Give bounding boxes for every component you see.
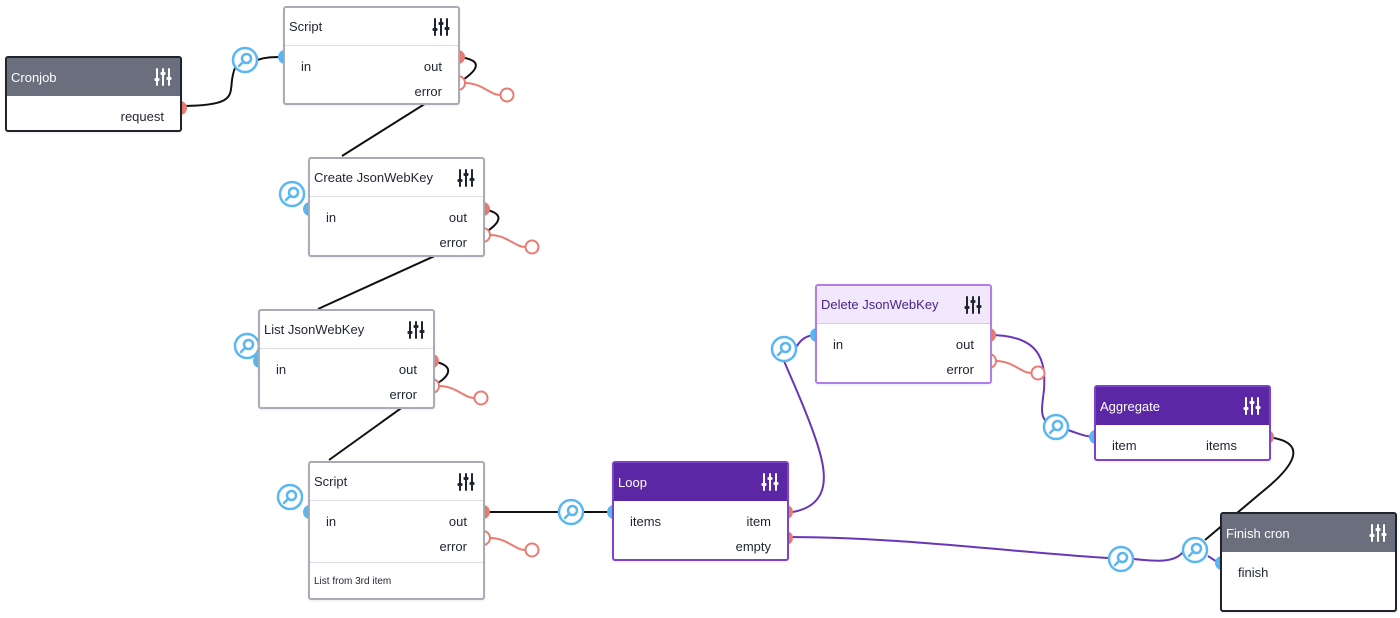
node-delete-jsonwebkey[interactable]: Delete JsonWebKey in out error [815, 284, 992, 384]
node-header[interactable]: List JsonWebKey [260, 311, 433, 349]
node-header[interactable]: Aggregate [1096, 387, 1269, 425]
port-label-in: in [326, 514, 337, 529]
error-wire [438, 385, 475, 399]
node-header[interactable]: Script [285, 8, 458, 46]
sliders-icon[interactable] [430, 16, 452, 38]
port-label-out: out [398, 362, 417, 377]
wire-cronjob-to-script [179, 59, 246, 107]
port-label-error: error [439, 235, 467, 250]
sliders-icon[interactable] [1367, 522, 1389, 544]
magnifier-icon[interactable] [557, 498, 585, 526]
wire-loop-empty-to-finish [785, 536, 1109, 559]
magnifier-icon[interactable] [276, 483, 304, 511]
error-endpoint[interactable] [499, 87, 515, 103]
port-label-empty: empty [735, 539, 771, 554]
node-title: List JsonWebKey [264, 322, 365, 337]
port-label-out: out [423, 59, 442, 74]
node-title: Loop [618, 474, 647, 490]
sliders-icon[interactable] [962, 294, 984, 316]
port-label-finish: finish [1238, 565, 1269, 580]
node-header[interactable]: Cronjob [7, 58, 180, 96]
node-title: Create JsonWebKey [314, 170, 433, 185]
sliders-icon[interactable] [152, 66, 174, 88]
node-title: Aggregate [1100, 398, 1160, 414]
port-label-error: error [389, 387, 417, 402]
node-finish-cron[interactable]: Finish cron finish [1220, 512, 1397, 612]
node-header[interactable]: Delete JsonWebKey [817, 286, 990, 324]
magnifier-icon[interactable] [231, 46, 259, 74]
error-wire [995, 360, 1032, 374]
node-title: Script [289, 19, 323, 34]
sliders-icon[interactable] [455, 471, 477, 493]
node-script-2[interactable]: Script in out error List from 3rd item [308, 461, 485, 600]
node-divider [310, 562, 483, 563]
port-label-error: error [946, 362, 974, 377]
port-label-out: out [448, 514, 467, 529]
error-endpoint[interactable] [1030, 365, 1046, 381]
magnifier-icon[interactable] [278, 180, 306, 208]
error-endpoint[interactable] [524, 239, 540, 255]
wire-inspect-to-delete [794, 334, 817, 350]
node-create-jsonwebkey[interactable]: Create JsonWebKey in out error [308, 157, 485, 257]
error-wire [489, 234, 526, 248]
magnifier-icon[interactable] [1181, 536, 1209, 564]
error-endpoint[interactable] [524, 542, 540, 558]
node-title: Cronjob [11, 69, 57, 85]
node-header[interactable]: Loop [614, 463, 787, 501]
port-label-error: error [439, 539, 467, 554]
port-label-out: out [448, 210, 467, 225]
node-title: Delete JsonWebKey [821, 297, 939, 312]
port-label-out: out [955, 337, 974, 352]
wire-delete-to-aggregate [988, 334, 1047, 422]
error-endpoint[interactable] [473, 390, 489, 406]
port-label-items: items [1205, 438, 1237, 453]
node-aggregate[interactable]: Aggregate item items [1094, 385, 1271, 461]
node-header[interactable]: Create JsonWebKey [310, 159, 483, 197]
sliders-icon[interactable] [455, 167, 477, 189]
port-label-item: item [1112, 438, 1137, 453]
port-label-in: in [326, 210, 337, 225]
node-header[interactable]: Script [310, 463, 483, 501]
node-note: List from 3rd item [314, 576, 392, 587]
node-title: Script [314, 474, 348, 489]
node-script[interactable]: Script in out error [283, 6, 460, 105]
port-label-in: in [301, 59, 312, 74]
node-list-jsonwebkey[interactable]: List JsonWebKey in out error [258, 309, 435, 409]
error-wire [464, 82, 501, 96]
magnifier-icon[interactable] [233, 332, 261, 360]
port-label-in: in [833, 337, 844, 352]
wire-inspect-to-script [256, 56, 286, 61]
wire-inspect-to-finish [1133, 551, 1184, 562]
node-title: Finish cron [1226, 525, 1290, 541]
port-label-item: item [746, 514, 771, 529]
sliders-icon[interactable] [405, 319, 427, 341]
port-label-request: request [120, 109, 164, 124]
node-header[interactable]: Finish cron [1222, 514, 1395, 552]
port-label-items: items [630, 514, 662, 529]
port-label-in: in [276, 362, 287, 377]
wire-inspect-to-aggregate [1067, 429, 1097, 438]
sliders-icon[interactable] [759, 471, 781, 493]
magnifier-icon[interactable] [1042, 413, 1070, 441]
error-wire [489, 537, 526, 551]
node-loop[interactable]: Loop items item empty [612, 461, 789, 561]
magnifier-icon[interactable] [770, 335, 798, 363]
sliders-icon[interactable] [1241, 395, 1263, 417]
magnifier-icon[interactable] [1107, 545, 1135, 573]
node-cronjob[interactable]: Cronjob request [5, 56, 182, 132]
port-label-error: error [414, 84, 442, 99]
